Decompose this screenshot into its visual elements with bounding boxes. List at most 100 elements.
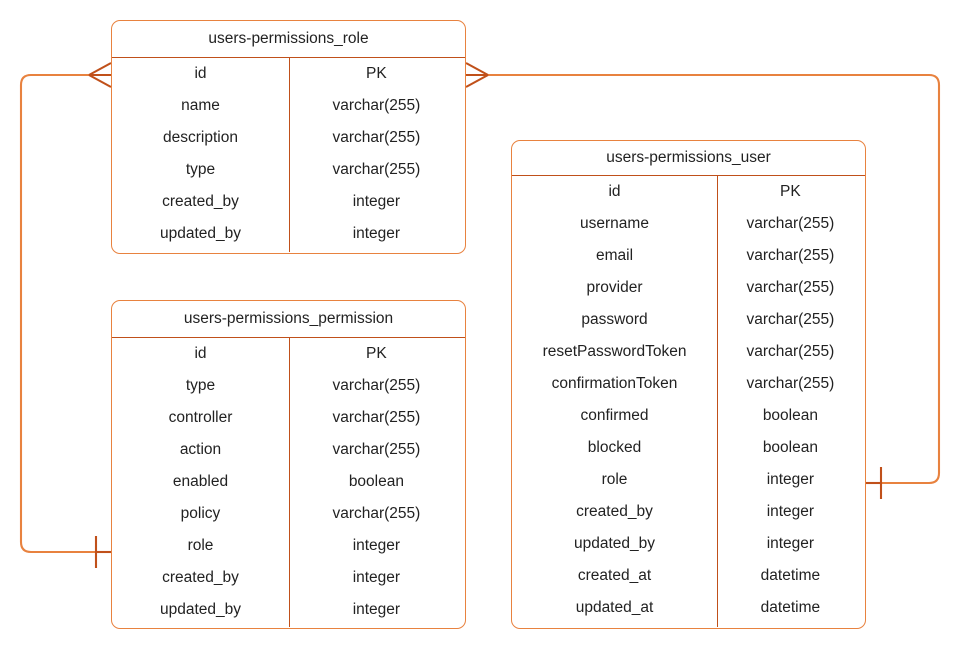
entity-field-row[interactable]: updated_at datetime: [512, 592, 865, 624]
field-type: integer: [352, 226, 401, 242]
entity-field-row[interactable]: id PK: [112, 338, 465, 370]
entity-field-row[interactable]: policy varchar(255): [112, 498, 465, 530]
entity-field-row[interactable]: username varchar(255): [512, 208, 865, 240]
field-type: integer: [352, 538, 401, 554]
field-name: username: [580, 216, 649, 232]
field-name: type: [185, 162, 216, 178]
connector-permission-role: [19, 62, 112, 568]
marker-many-role-id-right: [465, 62, 489, 88]
field-type: PK: [366, 66, 387, 82]
field-name: description: [163, 130, 238, 146]
field-type: varchar(255): [746, 216, 835, 232]
field-type: varchar(255): [746, 280, 835, 296]
entity-field-row[interactable]: confirmed boolean: [512, 400, 865, 432]
marker-one-permission-role: [94, 536, 111, 568]
column-divider-user: [717, 176, 718, 627]
field-name: role: [187, 538, 214, 554]
entity-users-permissions-role[interactable]: users-permissions_role id PK name varchar(2…: [111, 20, 466, 254]
entity-field-row[interactable]: created_by integer: [112, 186, 465, 218]
field-type: PK: [780, 184, 801, 200]
entity-field-row[interactable]: name varchar(255): [112, 90, 465, 122]
entity-rows-permission: id PK type varchar(255) controller varchar(25…: [112, 338, 465, 627]
entity-title-role: users-permissions_role: [112, 21, 465, 58]
entity-field-row[interactable]: provider varchar(255): [512, 272, 865, 304]
field-type: integer: [352, 570, 401, 586]
field-type: varchar(255): [332, 442, 421, 458]
field-name: id: [608, 184, 621, 200]
entity-field-row[interactable]: role integer: [112, 530, 465, 562]
field-name: action: [179, 442, 222, 458]
field-name: created_by: [576, 504, 653, 520]
field-name: updated_by: [159, 602, 242, 618]
field-type: boolean: [762, 440, 818, 456]
entity-field-row[interactable]: resetPasswordToken varchar(255): [512, 336, 865, 368]
field-type: integer: [352, 602, 401, 618]
field-type: boolean: [348, 474, 404, 490]
field-name: resetPasswordToken: [542, 344, 687, 360]
marker-many-role-id-left: [88, 62, 112, 88]
entity-field-row[interactable]: email varchar(255): [512, 240, 865, 272]
field-type: datetime: [760, 600, 821, 616]
field-type: integer: [766, 536, 815, 552]
field-type: varchar(255): [332, 162, 421, 178]
entity-field-row[interactable]: id PK: [112, 58, 465, 90]
entity-field-row[interactable]: action varchar(255): [112, 434, 465, 466]
entity-users-permissions-permission[interactable]: users-permissions_permission id PK type var…: [111, 300, 466, 629]
entity-field-row[interactable]: blocked boolean: [512, 432, 865, 464]
column-divider-role: [289, 58, 290, 252]
entity-field-row[interactable]: type varchar(255): [112, 370, 465, 402]
field-name: email: [595, 248, 634, 264]
entity-field-row[interactable]: enabled boolean: [112, 466, 465, 498]
field-type: varchar(255): [746, 248, 835, 264]
entity-field-row[interactable]: role integer: [512, 464, 865, 496]
field-name: policy: [180, 506, 221, 522]
entity-title-user: users-permissions_user: [512, 141, 865, 176]
field-name: created_by: [162, 570, 239, 586]
field-type: varchar(255): [332, 410, 421, 426]
field-name: id: [194, 66, 207, 82]
field-name: created_by: [162, 194, 239, 210]
entity-field-row[interactable]: updated_by integer: [512, 528, 865, 560]
field-type: datetime: [760, 568, 821, 584]
field-name: updated_by: [573, 536, 656, 552]
field-name: enabled: [172, 474, 229, 490]
field-name: created_at: [577, 568, 652, 584]
entity-field-row[interactable]: controller varchar(255): [112, 402, 465, 434]
field-name: updated_by: [159, 226, 242, 242]
field-type: varchar(255): [332, 378, 421, 394]
field-name: role: [601, 472, 628, 488]
entity-field-row[interactable]: created_by integer: [112, 562, 465, 594]
field-name: password: [581, 312, 648, 328]
field-name: name: [181, 98, 220, 114]
field-name: confirmed: [580, 408, 649, 424]
field-type: integer: [352, 194, 401, 210]
entity-title-permission: users-permissions_permission: [112, 301, 465, 338]
field-name: provider: [586, 280, 643, 296]
field-name: updated_at: [575, 600, 654, 616]
field-type: varchar(255): [746, 344, 835, 360]
field-type: PK: [366, 346, 387, 362]
column-divider-permission: [289, 338, 290, 627]
field-type: varchar(255): [332, 98, 421, 114]
field-type: boolean: [762, 408, 818, 424]
field-name: blocked: [587, 440, 642, 456]
entity-field-row[interactable]: created_at datetime: [512, 560, 865, 592]
entity-field-row[interactable]: type varchar(255): [112, 154, 465, 186]
entity-field-row[interactable]: updated_by integer: [112, 594, 465, 626]
field-type: varchar(255): [332, 506, 421, 522]
field-name: type: [185, 378, 216, 394]
field-type: integer: [766, 472, 815, 488]
field-name: id: [194, 346, 207, 362]
entity-users-permissions-user[interactable]: users-permissions_user id PK username varch…: [511, 140, 866, 629]
entity-field-row[interactable]: updated_by integer: [112, 218, 465, 250]
field-type: varchar(255): [746, 376, 835, 392]
entity-field-row[interactable]: id PK: [512, 176, 865, 208]
entity-rows-user: id PK username varchar(255) email varchar(255…: [512, 176, 865, 627]
field-name: controller: [168, 410, 233, 426]
